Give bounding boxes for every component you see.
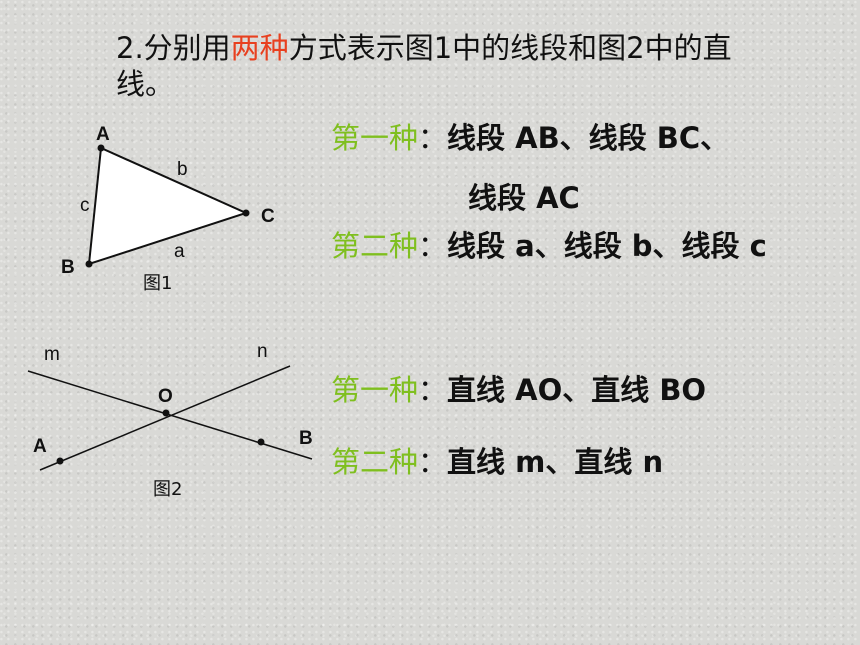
point-a2-label: A (33, 436, 47, 457)
figure-2-caption: 图2 (153, 479, 182, 500)
point-a2-dot (56, 457, 64, 465)
fig1-method1-colon: ： (418, 121, 448, 155)
question-suffix: 方式表示图1中的线段和图2中的直线。 (116, 31, 732, 101)
fig2-method1-label: 第一种 (331, 373, 419, 407)
point-b2-dot (257, 438, 265, 446)
fig2-method1-answer: 第一种：直线 AO、直线 BO (331, 372, 706, 408)
segment-b-label: b (177, 159, 188, 180)
segment-a-label: a (174, 241, 185, 262)
segment-c-label: c (80, 195, 90, 216)
fig1-method1-answer-continued: 线段 AC (468, 180, 580, 216)
point-c-dot (242, 209, 250, 217)
point-b-dot (85, 260, 93, 268)
question-prefix: 2.分别用 (116, 31, 231, 65)
point-a-label: A (96, 124, 110, 145)
fig1-method2-text: 线段 a、线段 b、线段 c (447, 229, 767, 263)
figure-1-triangle: A B C b c a 图1 (61, 124, 275, 294)
fig1-method1-text: 线段 AB、线段 BC、 (447, 121, 730, 155)
fig2-method2-text: 直线 m、直线 n (447, 445, 664, 479)
line-n-label: n (257, 341, 268, 362)
line-m (27, 370, 313, 460)
figure-1-caption: 图1 (143, 273, 172, 294)
fig2-method2-answer: 第二种：直线 m、直线 n (331, 444, 663, 480)
fig1-method1-label: 第一种 (331, 121, 419, 155)
fig1-method1-answer: 第一种：线段 AB、线段 BC、 (331, 120, 729, 156)
fig2-method1-text: 直线 AO、直线 BO (447, 373, 707, 407)
fig1-method2-colon: ： (418, 229, 448, 263)
point-o-label: O (158, 386, 173, 407)
point-b-label: B (61, 257, 75, 278)
question-highlight: 两种 (230, 31, 289, 65)
figure-2-lines: m n O A B 图2 (27, 341, 313, 500)
fig2-method2-colon: ： (418, 445, 448, 479)
fig1-method2-answer: 第二种：线段 a、线段 b、线段 c (331, 228, 767, 264)
fig2-method2-label: 第二种 (331, 445, 419, 479)
fig1-method2-label: 第二种 (331, 229, 419, 263)
question-text: 2.分别用两种方式表示图1中的线段和图2中的直线。 (116, 30, 776, 102)
point-c-label: C (261, 206, 275, 227)
fig2-method1-colon: ： (418, 373, 448, 407)
point-a-dot (97, 144, 105, 152)
point-o-dot (162, 409, 170, 417)
fig1-method1-text-line2: 线段 AC (468, 181, 580, 215)
line-m-label: m (44, 344, 60, 365)
line-n (39, 365, 291, 471)
point-b2-label: B (299, 428, 313, 449)
triangle-abc (87, 146, 249, 266)
